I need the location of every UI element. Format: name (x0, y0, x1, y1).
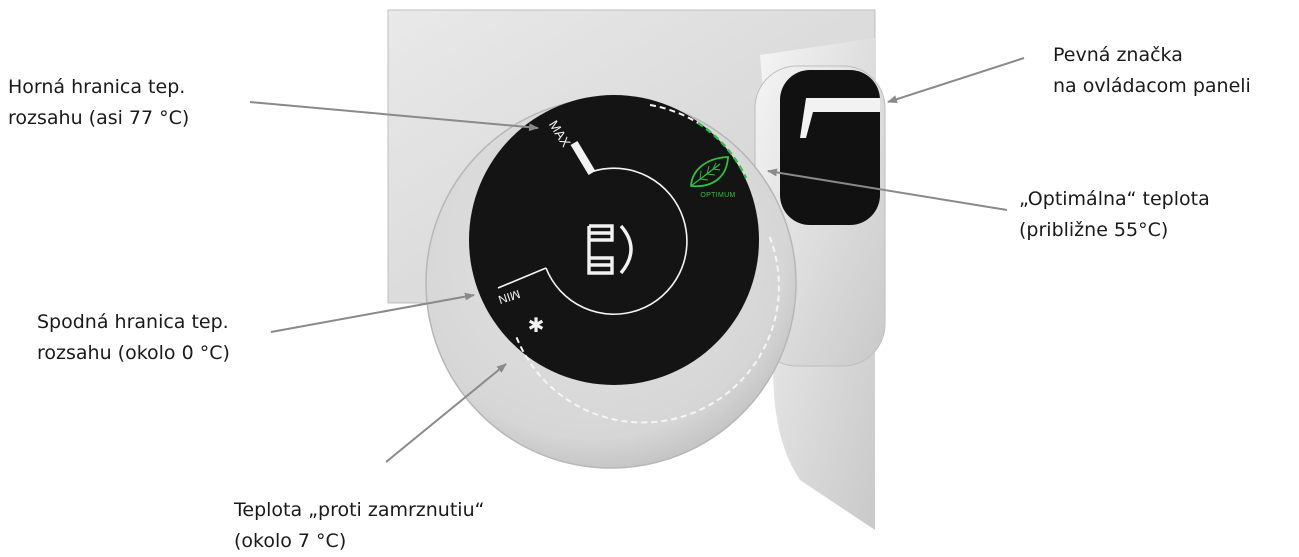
fixed-panel-mark (800, 98, 880, 138)
max-pointer-mark (570, 140, 596, 176)
annotation-min-limit-line2: rozsahu (okolo 0 °C) (37, 342, 230, 364)
arrow-panel-mark (887, 57, 1025, 104)
annotation-antifreeze-line2: (okolo 7 °C) (234, 530, 347, 552)
annotation-antifreeze-line1: Teplota „proti zamrznutiu“ (234, 499, 485, 521)
min-label: MIN (497, 287, 522, 307)
control-panel (754, 38, 886, 530)
min-pointer-line (497, 267, 547, 289)
thermostat-knob[interactable]: OPTIMUM MAX MIN ✱ (425, 95, 797, 469)
snowflake-icon: ✱ (528, 313, 545, 337)
brand-logo-icon (587, 224, 633, 275)
annotation-optimum-line2: (približne 55°C) (1019, 219, 1169, 241)
annotation-max-limit: Horná hranica tep. rozsahu (asi 77 °C) (8, 72, 189, 134)
annotation-panel-mark: Pevná značka na ovládacom paneli (1053, 40, 1251, 102)
optimum-label: OPTIMUM (700, 192, 735, 199)
annotation-min-limit: Spodná hranica tep. rozsahu (okolo 0 °C) (37, 307, 230, 369)
dial-scale-white-upper (649, 104, 699, 124)
annotation-max-limit-line1: Horná hranica tep. (8, 76, 186, 98)
arrow-optimum (767, 168, 1008, 211)
dial-scale-white-lower (515, 236, 780, 424)
annotation-optimum: „Optimálna“ teplota (približne 55°C) (1019, 184, 1210, 246)
control-panel-display (780, 70, 880, 225)
annotation-max-limit-line2: rozsahu (asi 77 °C) (8, 107, 190, 129)
annotation-panel-mark-line2: na ovládacom paneli (1053, 75, 1251, 97)
arrow-max-limit (249, 101, 539, 132)
dial-inner-arc (545, 167, 688, 315)
arrow-antifreeze (385, 363, 507, 463)
annotation-optimum-line1: „Optimálna“ teplota (1019, 188, 1210, 210)
annotation-arrows (249, 57, 1025, 463)
annotation-panel-mark-line1: Pevná značka (1053, 44, 1183, 66)
knob-face (469, 95, 759, 385)
arrow-min-limit (270, 292, 475, 333)
leaf-icon (690, 156, 729, 188)
annotation-antifreeze: Teplota „proti zamrznutiu“ (okolo 7 °C) (234, 495, 484, 557)
annotation-min-limit-line1: Spodná hranica tep. (37, 311, 229, 333)
